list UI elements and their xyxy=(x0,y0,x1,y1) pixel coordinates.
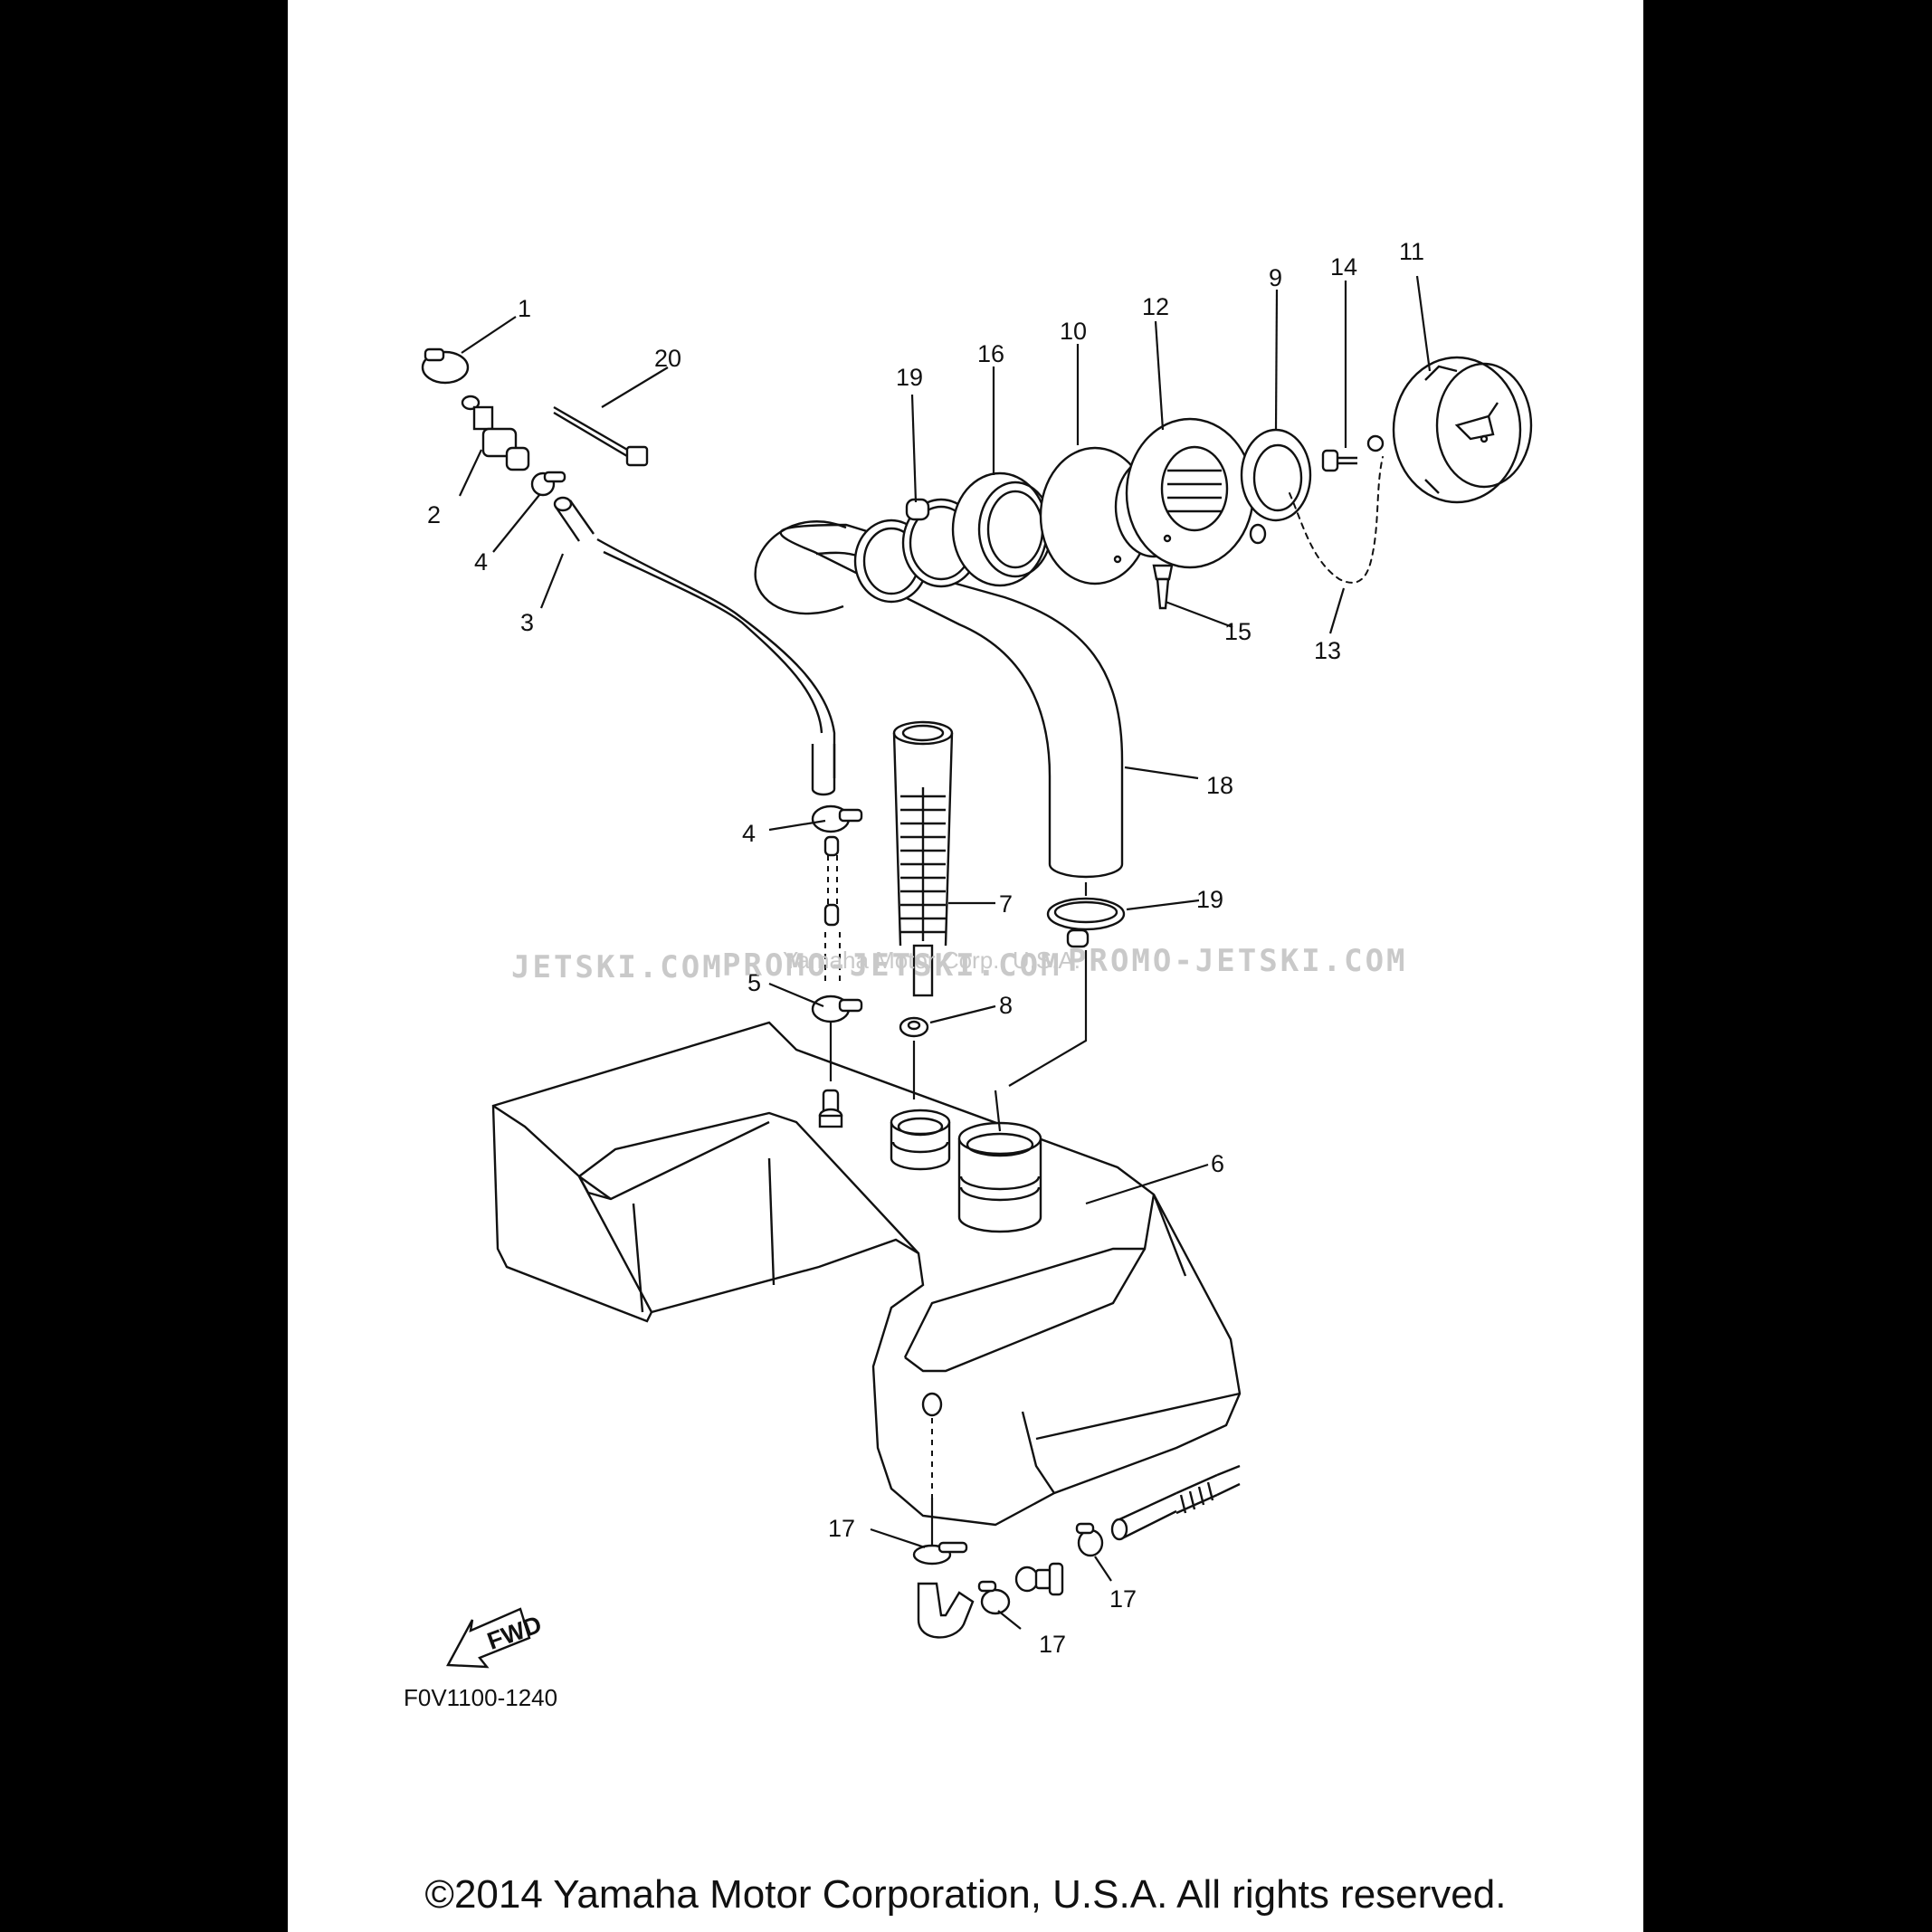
watermark-left: JETSKI.COM xyxy=(511,949,724,985)
watermark-center: PROMO-JETSKI.COM xyxy=(722,947,1062,984)
callout-19-bottom: 19 xyxy=(1196,886,1223,913)
callout-1: 1 xyxy=(518,295,531,322)
tank-neck-filler xyxy=(957,1121,1042,1233)
callout-9: 9 xyxy=(1269,264,1282,291)
fitting-2 xyxy=(461,395,530,471)
vent-tube-assembly xyxy=(811,804,863,1081)
callout-16: 16 xyxy=(977,340,1004,367)
strainer-7 xyxy=(892,720,954,997)
callout-12: 12 xyxy=(1142,293,1169,320)
callout-17-left: 17 xyxy=(828,1515,855,1542)
watermark: JETSKI.COM PROMO-JETSKI.COM PROMO-JETSKI… xyxy=(511,943,1408,985)
callout-2: 2 xyxy=(427,501,441,528)
tank-nipple xyxy=(818,1089,843,1128)
diagram-code: F0V1100-1240 xyxy=(404,1684,557,1711)
clamp-4-top xyxy=(530,471,566,497)
vent-hose-3 xyxy=(553,496,836,796)
grommet-8 xyxy=(899,1016,929,1099)
grommet-16 xyxy=(951,471,1053,587)
filler-neck-12 xyxy=(1114,417,1255,569)
callout-13: 13 xyxy=(1314,637,1341,664)
callout-10: 10 xyxy=(1060,318,1087,345)
watermark-overlay: Yamaha Motor Corp., U.S.A. xyxy=(783,947,1080,974)
callout-20: 20 xyxy=(654,345,681,372)
clamp-1 xyxy=(421,347,470,385)
callout-3: 3 xyxy=(520,609,534,636)
copyright-notice: ©2014 Yamaha Motor Corporation, U.S.A. A… xyxy=(425,1872,1507,1917)
callout-6: 6 xyxy=(1211,1150,1224,1177)
callout-14: 14 xyxy=(1330,253,1357,281)
callout-4-mid: 4 xyxy=(742,820,756,847)
callout-17-bottom: 17 xyxy=(1039,1631,1066,1658)
callout-11: 11 xyxy=(1399,238,1424,265)
screw-14 xyxy=(1321,449,1357,472)
callout-5: 5 xyxy=(747,969,761,996)
leader-lines xyxy=(459,275,1432,1630)
callout-17-right: 17 xyxy=(1109,1585,1137,1613)
watermark-right: PROMO-JETSKI.COM xyxy=(1068,943,1408,979)
fwd-arrow: FWD xyxy=(446,1607,546,1669)
chain-13 xyxy=(1289,434,1385,584)
fuel-tank xyxy=(491,1021,1242,1527)
seal-9 xyxy=(1240,428,1312,545)
callout-4-top: 4 xyxy=(474,548,488,576)
rivet-15 xyxy=(1152,564,1174,610)
callout-numbers: 1 2 3 4 4 5 6 7 8 9 10 11 12 13 14 15 16… xyxy=(427,238,1424,1658)
filler-cap-11 xyxy=(1392,356,1533,504)
filler-hose xyxy=(754,520,1124,879)
callout-19-top: 19 xyxy=(896,364,923,391)
tie-20 xyxy=(553,405,649,467)
callout-15: 15 xyxy=(1224,618,1252,645)
callout-7: 7 xyxy=(999,890,1013,918)
hose-clamp-19-bottom xyxy=(994,882,1126,1132)
callout-8: 8 xyxy=(999,992,1013,1019)
tank-neck-vent xyxy=(890,1109,951,1171)
callout-18: 18 xyxy=(1206,772,1233,799)
drain-assembly xyxy=(912,1392,1241,1639)
